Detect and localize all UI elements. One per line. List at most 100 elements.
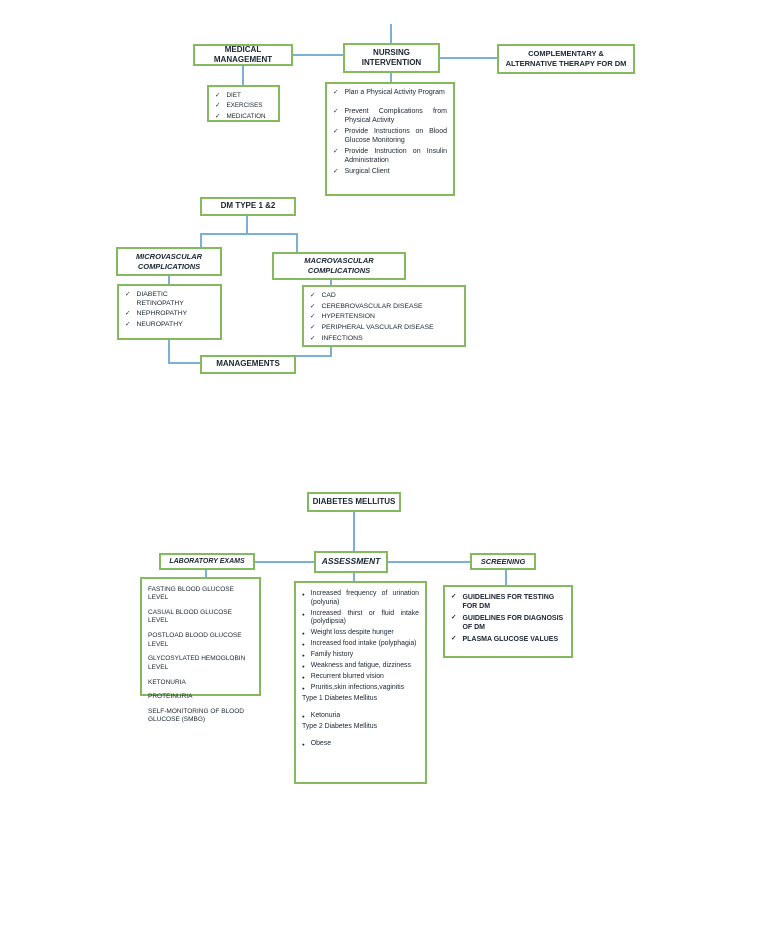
bullet-icon: ●: [302, 686, 305, 692]
check-icon: ✓: [310, 292, 316, 299]
medical-management-title: MEDICAL MANAGEMENT: [213, 44, 273, 64]
list-item: ✓NEUROPATHY: [125, 321, 183, 329]
nursing-intervention-title: NURSING INTERVENTION: [361, 47, 422, 67]
managements-title: MANAGEMENTS: [216, 359, 280, 369]
screening-box: SCREENING: [470, 553, 536, 570]
list-item: ✓INFECTIONS: [310, 334, 363, 342]
list-item: KETONURIA: [148, 678, 186, 686]
type1-heading: Type 1 Diabetes Mellitus: [302, 695, 378, 703]
medical-management-list: ✓DIET ✓EXERCISES ✓MEDICATION: [207, 85, 280, 122]
nursing-intervention-box: NURSING INTERVENTION: [343, 43, 440, 73]
list-item: CASUAL BLOOD GLUCOSE LEVEL: [148, 609, 232, 625]
microvascular-box: MICROVASCULAR COMPLICATIONS: [116, 247, 222, 276]
connector-line: [296, 355, 332, 357]
connector-line: [440, 57, 497, 59]
list-item: ✓EXERCISES: [215, 102, 263, 110]
check-icon: ✓: [333, 167, 339, 175]
check-icon: ✓: [310, 313, 316, 321]
list-item: ✓Provide Instruction on Insulin Administ…: [333, 147, 447, 164]
complementary-therapy-title: COMPLEMENTARY & ALTERNATIVE THERAPY FOR …: [505, 49, 627, 68]
list-item: ✓GUIDELINES FOR DIAGNOSIS OF DM: [451, 613, 564, 632]
bullet-icon: ●: [302, 714, 305, 720]
list-item: ✓PLASMA GLUCOSE VALUES: [451, 634, 559, 643]
list-item: ●Ketonuria: [302, 712, 341, 720]
check-icon: ✓: [215, 92, 221, 99]
check-icon: ✓: [451, 634, 457, 642]
connector-line: [200, 233, 298, 235]
assessment-title: ASSESSMENT: [321, 556, 381, 567]
list-item: FASTING BLOOD GLUCOSE LEVEL: [148, 586, 234, 602]
check-icon: ✓: [215, 102, 221, 110]
connector-line: [390, 24, 392, 43]
connector-line: [330, 347, 332, 357]
nursing-intervention-list: ✓Plan a Physical Activity Program ✓Preve…: [325, 82, 455, 196]
list-item: ●Recurrent blurred vision: [302, 673, 384, 681]
list-item: ✓MEDICATION: [215, 112, 266, 120]
connector-line: [353, 512, 355, 551]
check-icon: ✓: [333, 147, 339, 155]
managements-box: MANAGEMENTS: [200, 355, 296, 374]
list-item: ●Family history: [302, 651, 354, 659]
laboratory-exams-list: FASTING BLOOD GLUCOSE LEVEL CASUAL BLOOD…: [140, 577, 261, 723]
check-icon: ✓: [333, 127, 339, 135]
bullet-icon: ●: [302, 741, 305, 747]
bullet-icon: ●: [302, 631, 305, 637]
diabetes-mellitus-box: DIABETES MELLITUS: [307, 492, 401, 512]
connector-line: [205, 570, 207, 577]
dm-type-title: DM TYPE 1 &2: [220, 201, 276, 211]
list-item: ●Weight loss despite hunger: [302, 629, 394, 637]
list-item: ✓CEREBROVASCULAR DISEASE: [310, 302, 423, 310]
check-icon: ✓: [451, 613, 457, 621]
list-item: ●Increased food intake (polyphagia): [302, 640, 417, 648]
check-icon: ✓: [125, 321, 131, 329]
check-icon: ✓: [333, 107, 339, 115]
laboratory-exams-title: LABORATORY EXAMS: [169, 557, 245, 565]
connector-line: [390, 73, 392, 82]
list-item: ✓Provide Instructions on Blood Glucose M…: [333, 127, 447, 144]
connector-line: [388, 561, 470, 563]
connector-line: [330, 280, 332, 285]
bullet-icon: ●: [302, 653, 305, 659]
microvascular-title: MICROVASCULAR COMPLICATIONS: [135, 251, 203, 271]
list-item: SELF-MONITORING OF BLOOD GLUCOSE (SMBG): [148, 708, 244, 724]
bullet-icon: ●: [302, 611, 305, 617]
list-item: ✓GUIDELINES FOR TESTING FOR DM: [451, 593, 555, 611]
check-icon: ✓: [451, 593, 457, 600]
list-item: ✓CAD: [310, 292, 336, 299]
microvascular-list: ✓DIABETIC RETINOPATHY ✓NEPHROPATHY ✓NEUR…: [117, 284, 222, 340]
screening-title: SCREENING: [480, 556, 526, 566]
screening-list: ✓GUIDELINES FOR TESTING FOR DM ✓GUIDELIN…: [443, 585, 573, 658]
list-item: ✓Plan a Physical Activity Program: [333, 89, 445, 96]
list-item: ✓PERIPHERAL VASCULAR DISEASE: [310, 324, 434, 332]
connector-line: [168, 340, 170, 364]
check-icon: ✓: [333, 89, 339, 96]
list-item: ●Pruritis,skin infections,vaginitis: [302, 684, 405, 692]
assessment-box: ASSESSMENT: [314, 551, 388, 573]
check-icon: ✓: [310, 302, 316, 310]
check-icon: ✓: [215, 112, 221, 120]
list-item: ●Obese: [302, 739, 332, 747]
connector-line: [353, 573, 355, 581]
list-item: POSTLOAD BLOOD GLUCOSE LEVEL: [148, 632, 242, 648]
list-item: PROTEINURIA: [148, 693, 193, 701]
connector-line: [246, 216, 248, 234]
complementary-therapy-box: COMPLEMENTARY & ALTERNATIVE THERAPY FOR …: [497, 44, 635, 74]
connector-line: [255, 561, 314, 563]
connector-line: [200, 233, 202, 247]
bullet-icon: ●: [302, 664, 305, 670]
check-icon: ✓: [125, 310, 131, 318]
list-item: ●Increased thirst or fluid intake (polyd…: [302, 609, 419, 626]
list-item: ●Weakness and fatigue, dizziness: [302, 662, 411, 670]
laboratory-exams-box: LABORATORY EXAMS: [159, 553, 255, 570]
connector-line: [168, 276, 170, 284]
diabetes-mellitus-title: DIABETES MELLITUS: [312, 496, 396, 506]
check-icon: ✓: [310, 324, 316, 332]
connector-line: [505, 570, 507, 585]
macrovascular-title: MACROVASCULAR COMPLICATIONS: [304, 256, 374, 275]
list-item: ✓NEPHROPATHY: [125, 310, 188, 318]
type2-heading: Type 2 Diabetes Mellitus: [302, 723, 378, 731]
bullet-icon: ●: [302, 642, 305, 648]
bullet-icon: ●: [302, 592, 305, 597]
list-item: ✓Surgical Client: [333, 167, 390, 175]
